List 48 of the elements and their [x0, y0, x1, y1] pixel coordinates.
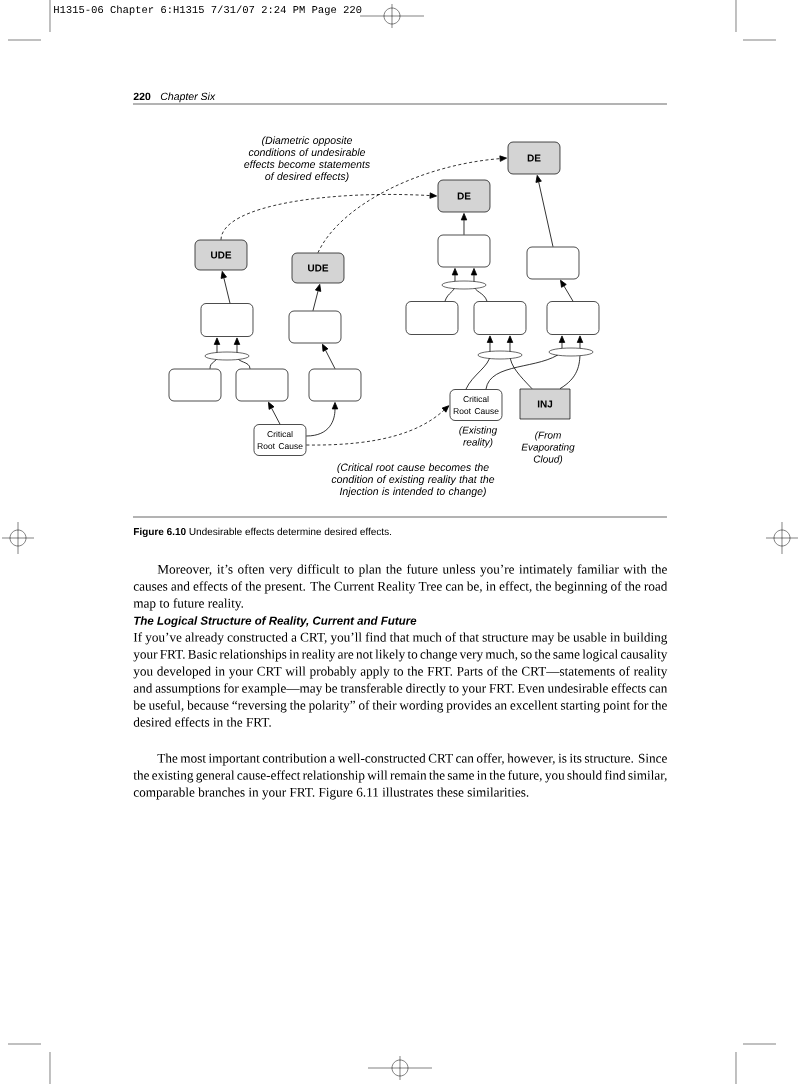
rounded-box: Critical Root Cause — [449, 389, 503, 421]
shaded-box: UDE — [291, 252, 345, 284]
shaded-box: DE — [437, 179, 491, 213]
square-box: INJ — [519, 388, 571, 420]
rounded-box — [168, 368, 222, 402]
arrow — [220, 271, 231, 304]
rounded-box — [526, 246, 580, 280]
rounded-box — [437, 234, 491, 268]
rounded-box — [288, 310, 342, 344]
arrow — [444, 268, 459, 302]
note-text: (From Evaporating Cloud) — [521, 431, 575, 465]
arrow — [322, 343, 336, 370]
shaded-box: UDE — [194, 239, 248, 271]
arrow — [560, 279, 574, 302]
rounded-box: Critical Root Cause — [253, 424, 307, 456]
shaded-box: DE — [507, 141, 561, 175]
rounded-box — [546, 301, 600, 335]
body-paragraph: The most important contribution a well-constructed CRT can offer, however, is its structure. Since the existing general cause-effect relationship will remain the same in the future, you should find similar, comparable branches in your FRT. Figure 6.11 illustrates these similarities. — [133, 753, 667, 800]
rounded-box — [473, 301, 527, 335]
body-paragraph: Moreover, it’s often very difficult to plan the future unless you’re intimately familiar with the causes and effects of the present. The Current Reality Tree can be, in effect, the beginning of the road map to future reality. — [133, 564, 668, 611]
arrow — [312, 284, 322, 312]
rounded-box — [235, 368, 289, 402]
arrow — [305, 402, 339, 437]
rounded-box — [405, 301, 459, 335]
arrow — [535, 175, 554, 248]
rounded-box — [308, 368, 362, 402]
arrow — [209, 337, 221, 370]
rounded-box — [200, 303, 254, 337]
arrow — [559, 335, 584, 390]
arrow — [220, 192, 437, 241]
annotation-text: (Critical root cause becomes the condition of existing reality that the Injection is intended to change) — [331, 463, 495, 498]
arrow — [305, 405, 450, 446]
arrow — [233, 337, 251, 370]
section-heading: The Logical Structure of Reality, Current and Future — [134, 616, 417, 627]
arrow — [506, 335, 533, 390]
arrow — [460, 213, 468, 236]
annotation-text: (Diametric opposite conditions of undesirable effects become statements of desired effects) — [244, 136, 370, 183]
arrow — [485, 335, 566, 390]
print-slug: H1315-06 Chapter 6:H1315 7/31/07 2:24 PM Page 220 — [54, 5, 362, 16]
arrow — [317, 155, 507, 254]
running-head: Chapter Six — [160, 92, 216, 103]
arrow — [268, 401, 281, 425]
arrow — [465, 335, 494, 390]
note-text: (Existing reality) — [459, 426, 498, 448]
page-number: 220 — [133, 92, 151, 101]
arrow — [470, 268, 488, 302]
body-paragraph: If you’ve already constructed a CRT, you’ll find that much of that structure may be usable in building your FRT. Basic relationships in reality are not likely to change very much, so the same logical causality you developed in your CRT will probably apply to the FRT. Parts of the CRT—statements of reality and assumptions for example—may be transferable directly to your FRT. Even undesirable effects can be useful, because “reversing the polarity” of their wording provides an excellent starting point for the desired effects in the FRT. — [133, 632, 668, 727]
figure-caption: Figure 6.10 Undesirable effects determine desired effects. — [133, 527, 391, 538]
